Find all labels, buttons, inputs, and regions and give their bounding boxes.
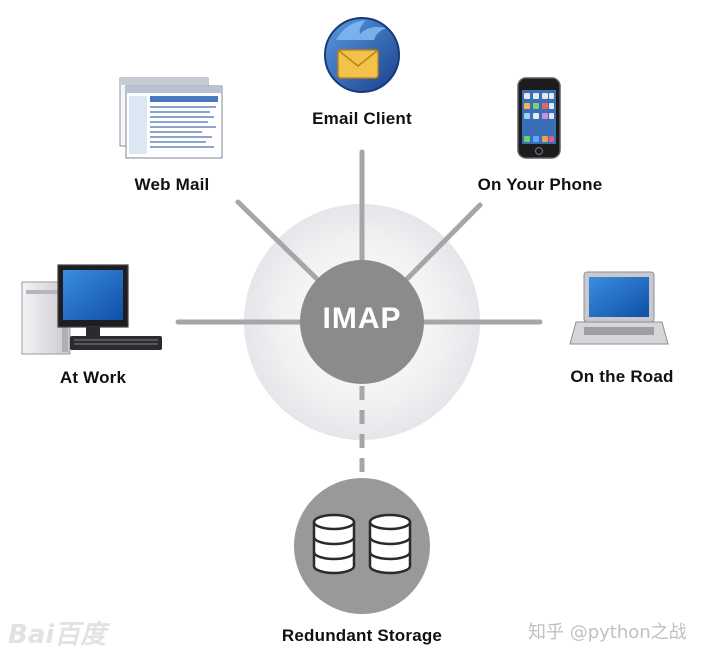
desktop-computer-icon <box>21 264 162 355</box>
imap-hub-label: IMAP <box>322 302 402 335</box>
connector-on-your-phone <box>403 202 483 283</box>
baidu-watermark: Bai百度 <box>8 620 107 650</box>
laptop-icon <box>569 271 669 345</box>
webmail-screen-icon <box>119 77 223 159</box>
node-label-at-work: At Work <box>59 368 127 387</box>
node-label-email-client: Email Client <box>312 109 412 128</box>
node-label-on-the-road: On the Road <box>570 367 674 386</box>
connector-web-mail <box>235 199 321 283</box>
storage-disc <box>294 478 430 614</box>
node-label-web-mail: Web Mail <box>134 175 210 194</box>
imap-hub <box>300 260 424 384</box>
zhihu-watermark: 知乎 @python之战 <box>528 622 687 643</box>
node-label-on-your-phone: On Your Phone <box>477 175 603 194</box>
thunderbird-icon <box>324 17 400 93</box>
iphone-icon <box>517 77 561 159</box>
connector-lines <box>175 149 543 325</box>
database-icon <box>312 513 412 575</box>
node-label-redundant-storage: Redundant Storage <box>281 626 443 645</box>
